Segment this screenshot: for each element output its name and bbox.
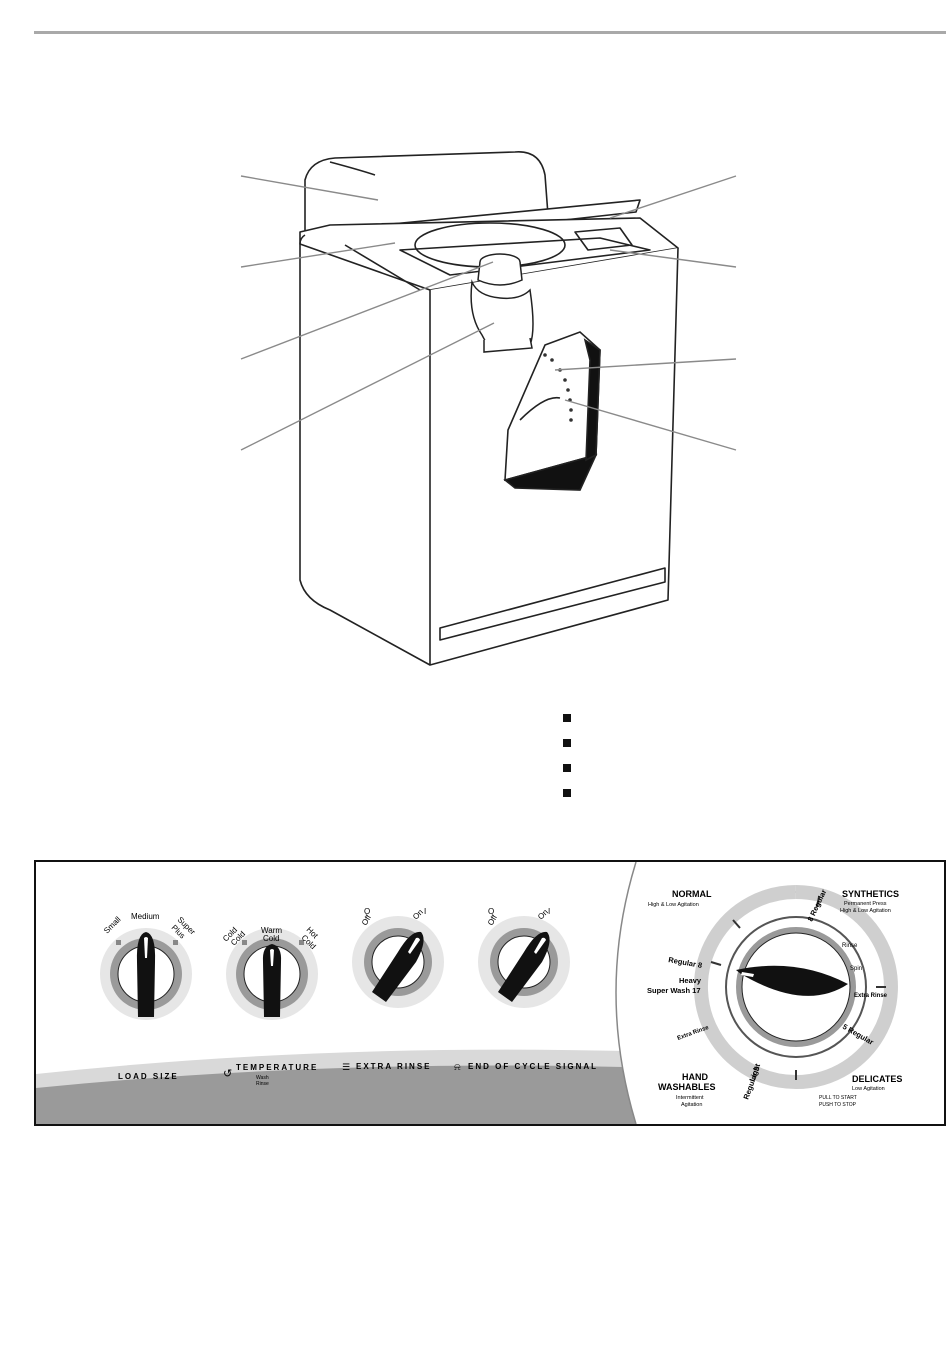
callout-line — [609, 249, 737, 268]
synthetics-title: SYNTHETICS — [842, 889, 899, 899]
delicates-sub: Low Agitation — [852, 1086, 885, 1092]
pull-start-label: PULL TO START — [819, 1095, 857, 1101]
load-size-knob[interactable] — [100, 928, 192, 1020]
callout-line — [609, 175, 737, 219]
load-size-label: LOAD SIZE — [118, 1072, 179, 1081]
callout-line — [240, 175, 379, 201]
bell-icon: ⍾ — [454, 1062, 461, 1073]
synthetics-sub1: Permanent Press — [844, 901, 887, 907]
bullet-marker — [563, 764, 571, 772]
spin-label: Spin — [850, 966, 862, 972]
rinse-label: Rinse — [842, 943, 858, 949]
normal-title: NORMAL — [672, 889, 712, 899]
callout-line — [554, 358, 737, 371]
temperature-icon: ↺ — [223, 1068, 232, 1080]
fabric-softener-dispenser — [470, 253, 534, 353]
synthetics-sub2: High & Low Agitation — [840, 908, 891, 914]
extra-rinse-knob[interactable] — [352, 916, 444, 1008]
normal-sub: High & Low Agitation — [648, 902, 699, 908]
load-medium-label: Medium — [131, 912, 160, 921]
callout-line — [564, 399, 737, 451]
hand-sub1: Intermittent — [676, 1095, 704, 1101]
bullet-marker — [563, 739, 571, 747]
bullet-marker — [563, 789, 571, 797]
control-panel: Small Medium Super Plus LOAD SIZE Cold C… — [34, 860, 946, 1126]
heavy-label: Heavy — [679, 976, 702, 985]
end-of-cycle-knob[interactable] — [478, 916, 570, 1008]
bullet-list — [563, 714, 583, 814]
top-rule — [34, 31, 946, 34]
callout-line — [240, 242, 396, 268]
signal-off-sym: O — [488, 907, 494, 916]
temp-warm-label: Warm — [261, 926, 282, 935]
temp-rinse-label: Rinse — [256, 1081, 269, 1087]
extra-rinse-icon: ☰ — [342, 1062, 350, 1072]
push-stop-label: PUSH TO STOP — [819, 1102, 857, 1108]
bullet-marker — [563, 714, 571, 722]
load-small-label: Small — [102, 915, 123, 936]
temperature-label: TEMPERATURE — [236, 1063, 318, 1072]
hand-title1: HAND — [682, 1072, 708, 1082]
signal-on-sym: I — [548, 907, 550, 916]
extra-rinse-label: EXTRA RINSE — [356, 1062, 432, 1071]
extra-rinse-right-label: Extra Rinse — [854, 993, 888, 999]
cycle-dial[interactable] — [694, 885, 898, 1089]
callout-line — [240, 261, 494, 360]
hand-sub2: Agitation — [681, 1102, 702, 1108]
rinse-off-sym: O — [364, 907, 370, 916]
temperature-knob[interactable] — [226, 928, 318, 1020]
temp-wash-label: Wash — [256, 1075, 269, 1081]
callout-line — [240, 322, 495, 451]
super-wash-label: Super Wash 17 — [647, 986, 701, 995]
rinse-on-sym: I — [424, 907, 426, 916]
washer-illustration — [240, 151, 737, 666]
delicates-title: DELICATES — [852, 1074, 902, 1084]
end-of-cycle-label: END OF CYCLE SIGNAL — [468, 1062, 598, 1071]
temp-cold3-label: Cold — [263, 934, 279, 943]
hand-title2: WASHABLES — [658, 1082, 716, 1092]
